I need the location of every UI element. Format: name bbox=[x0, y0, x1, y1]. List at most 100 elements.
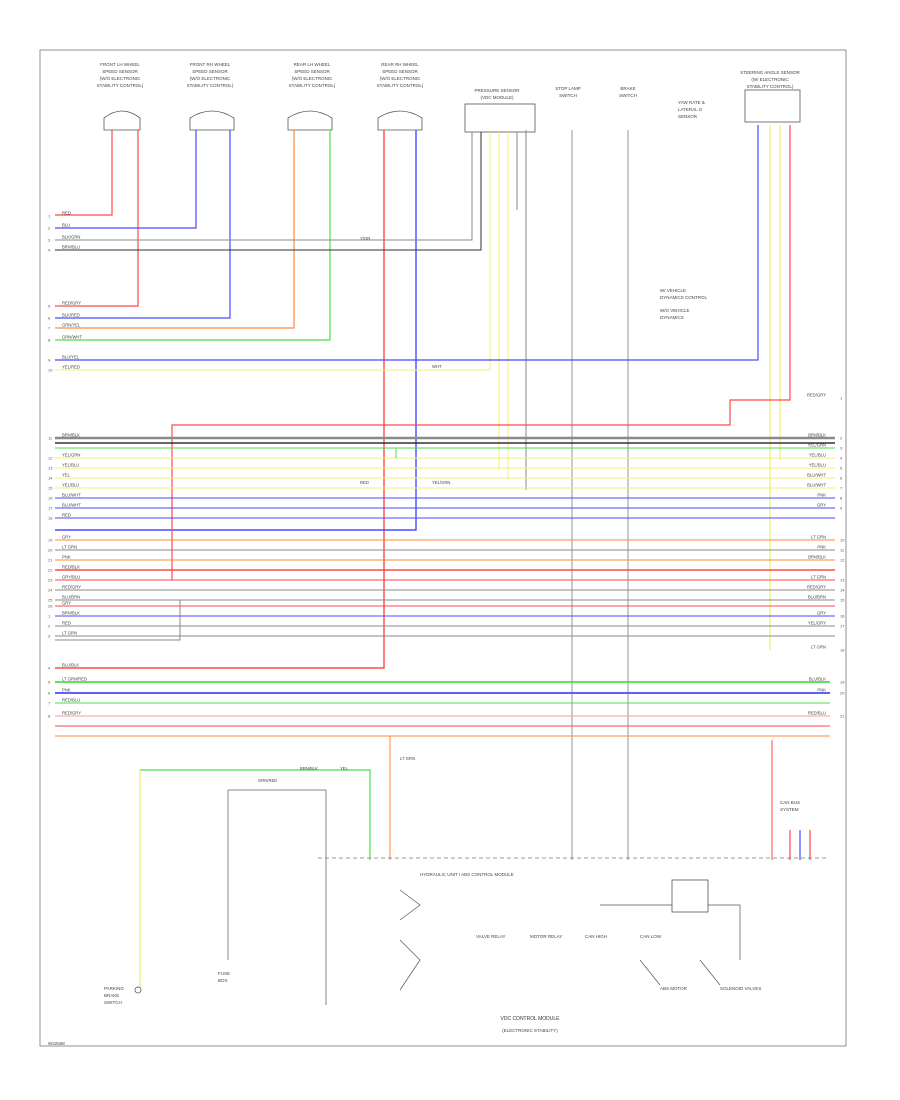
pin-number-right: 9 bbox=[840, 506, 843, 511]
wire-color-label-left: GRY/BLU bbox=[62, 575, 80, 580]
wire-color-label-right: LT GRN bbox=[811, 535, 826, 540]
pin-number-left: 11 bbox=[48, 436, 53, 441]
wire-color-label-right: YEL/GRN bbox=[808, 443, 826, 448]
svg-text:SPEED SENSOR: SPEED SENSOR bbox=[294, 69, 330, 74]
svg-text:STEERING ANGLE SENSOR: STEERING ANGLE SENSOR bbox=[740, 70, 800, 75]
pin-number-left: 26 bbox=[48, 604, 53, 609]
wire-color-label-left: BRN/BLK bbox=[62, 433, 80, 438]
pin-number-left: 8 bbox=[48, 714, 51, 719]
wire-color-label-left: YEL/RED bbox=[62, 365, 80, 370]
svg-text:PRESSURE SENSOR: PRESSURE SENSOR bbox=[474, 88, 520, 93]
wire-color-label-left: BLU/YEL bbox=[62, 355, 80, 360]
pin-number-left: 2 bbox=[48, 226, 51, 231]
pin-number-left: 10 bbox=[48, 368, 53, 373]
brake-switch: BRAKE SWITCH bbox=[619, 86, 637, 98]
pin-number-left: 25 bbox=[48, 598, 53, 603]
wire-harness bbox=[55, 125, 835, 1005]
pin-number-right: 1 bbox=[840, 396, 843, 401]
wire-color-label-right: BRN/BLK bbox=[808, 433, 826, 438]
wire-color-label-left: YEL/GRN bbox=[62, 453, 80, 458]
steering-angle-sensor: STEERING ANGLE SENSOR (W/ ELECTRONIC STA… bbox=[740, 70, 801, 123]
wire-fl-a bbox=[55, 130, 113, 216]
pin-number-right: 20 bbox=[840, 691, 845, 696]
svg-text:(W/O ELECTRONIC: (W/O ELECTRONIC bbox=[100, 76, 142, 81]
pin-number-right: 14 bbox=[840, 588, 845, 593]
wire-bottom-d bbox=[228, 789, 327, 1005]
stop-lamp-switch: STOP LAMP SWITCH bbox=[555, 86, 581, 98]
pin-number-right: 7 bbox=[840, 486, 843, 491]
pin-number-left: 18 bbox=[48, 516, 53, 521]
pin-number-right: 3 bbox=[840, 446, 843, 451]
svg-text:ABS MOTOR: ABS MOTOR bbox=[660, 986, 688, 991]
wire-color-label-right: PNK bbox=[817, 545, 826, 550]
module-circuit-right bbox=[600, 904, 741, 986]
svg-text:FRONT RH WHEEL: FRONT RH WHEEL bbox=[190, 62, 231, 67]
pin-number-left: 4 bbox=[48, 248, 51, 253]
pin-number-right: 15 bbox=[840, 598, 845, 603]
wire-note: BRN/BLK bbox=[300, 766, 318, 771]
wire-color-label-left: RED/GRY bbox=[62, 585, 81, 590]
wire-color-label-left: RED/GRY bbox=[62, 301, 81, 306]
wire-fr-a bbox=[55, 130, 197, 229]
pin-number-right: 4 bbox=[840, 456, 843, 461]
svg-text:SPEED SENSOR: SPEED SENSOR bbox=[192, 69, 228, 74]
svg-text:SOLENOID VALVES: SOLENOID VALVES bbox=[720, 986, 761, 991]
wire-pressure-b bbox=[55, 210, 482, 251]
pin-number-left: 12 bbox=[48, 456, 53, 461]
sensor-front-rh: FRONT RH WHEEL SPEED SENSOR (W/O ELECTRO… bbox=[187, 62, 235, 131]
svg-text:W/ VEHICLE: W/ VEHICLE bbox=[660, 288, 686, 293]
pin-number-right: 16 bbox=[840, 614, 845, 619]
wire-color-label-right: GRY bbox=[817, 611, 826, 616]
pin-number-left: 6 bbox=[48, 691, 51, 696]
legend: W/ VEHICLE DYNAMICS CONTROL W/O VEHICLE … bbox=[660, 288, 708, 320]
pin-number-right: 17 bbox=[840, 624, 845, 629]
sensor-rr-icon bbox=[377, 110, 423, 131]
wire-color-label-left: RED/BLU bbox=[62, 698, 80, 703]
wire-color-label-right: BLU/BRN bbox=[808, 595, 826, 600]
pin-number-left: 2 bbox=[48, 624, 51, 629]
wire-color-label-left: PNK bbox=[62, 688, 71, 693]
wire-color-label-left: RED/GRY bbox=[62, 711, 81, 716]
wire-note: Y/GR bbox=[360, 236, 370, 241]
pin-number-left: 20 bbox=[48, 548, 53, 553]
wire-color-label-right: GRY bbox=[817, 503, 826, 508]
pin-number-left: 7 bbox=[48, 326, 51, 331]
wire-color-label-right: BRN/BLK bbox=[808, 555, 826, 560]
wire-note: GRN/RED bbox=[258, 778, 277, 783]
sensor-fr-icon bbox=[189, 110, 235, 131]
wire-color-label-right: BLU/WHT bbox=[807, 483, 826, 488]
wire-color-label-right: BLU/BLK bbox=[809, 677, 826, 682]
wire-color-label-left: RED bbox=[62, 621, 71, 626]
svg-text:PARKING: PARKING bbox=[104, 986, 124, 991]
wire-color-label-left: RED/BLK bbox=[62, 565, 80, 570]
svg-text:STABILITY CONTROL): STABILITY CONTROL) bbox=[747, 84, 794, 89]
wire-color-label-left: BLK/RED bbox=[62, 313, 80, 318]
pin-number-left: 8 bbox=[48, 338, 51, 343]
wire-color-label-left: YEL/BLU bbox=[62, 483, 79, 488]
wire-pressure-c bbox=[55, 210, 491, 371]
svg-text:(ELECTRONIC STABILITY): (ELECTRONIC STABILITY) bbox=[502, 1028, 558, 1033]
svg-text:YAW RATE &: YAW RATE & bbox=[678, 100, 705, 105]
svg-text:SWITCH: SWITCH bbox=[104, 1000, 122, 1005]
pin-number-right: 12 bbox=[840, 558, 845, 563]
svg-text:HYDRAULIC UNIT / ABS CONTROL M: HYDRAULIC UNIT / ABS CONTROL MODULE bbox=[420, 872, 514, 877]
wire-bottom-b bbox=[140, 769, 371, 860]
pin-number-left: 1 bbox=[48, 614, 51, 619]
wire-color-label-left: RED bbox=[62, 513, 71, 518]
wire-color-label-left: BLK/GRN bbox=[62, 235, 80, 240]
module-circuit-left bbox=[399, 889, 421, 991]
svg-text:W/O VEHICLE: W/O VEHICLE bbox=[660, 308, 690, 313]
yaw-rate-sensor: YAW RATE & LATERAL G SENSOR bbox=[678, 100, 705, 119]
svg-text:FRONT LH WHEEL: FRONT LH WHEEL bbox=[100, 62, 140, 67]
svg-text:CAN LOW: CAN LOW bbox=[640, 934, 662, 939]
pressure-sensor: PRESSURE SENSOR (VDC MODULE) bbox=[464, 88, 536, 133]
svg-text:(W/O ELECTRONIC: (W/O ELECTRONIC bbox=[292, 76, 334, 81]
pin-number-right: 21 bbox=[840, 714, 845, 719]
svg-text:FUSE: FUSE bbox=[218, 971, 230, 976]
svg-text:BOX: BOX bbox=[218, 978, 228, 983]
pin-number-left: 1 bbox=[48, 214, 51, 219]
wire-color-label-right: RED/BLU bbox=[808, 711, 826, 716]
svg-text:SWITCH: SWITCH bbox=[619, 93, 637, 98]
wire-color-label-left: BLU bbox=[62, 223, 70, 228]
steering-sensor-box bbox=[744, 89, 801, 123]
